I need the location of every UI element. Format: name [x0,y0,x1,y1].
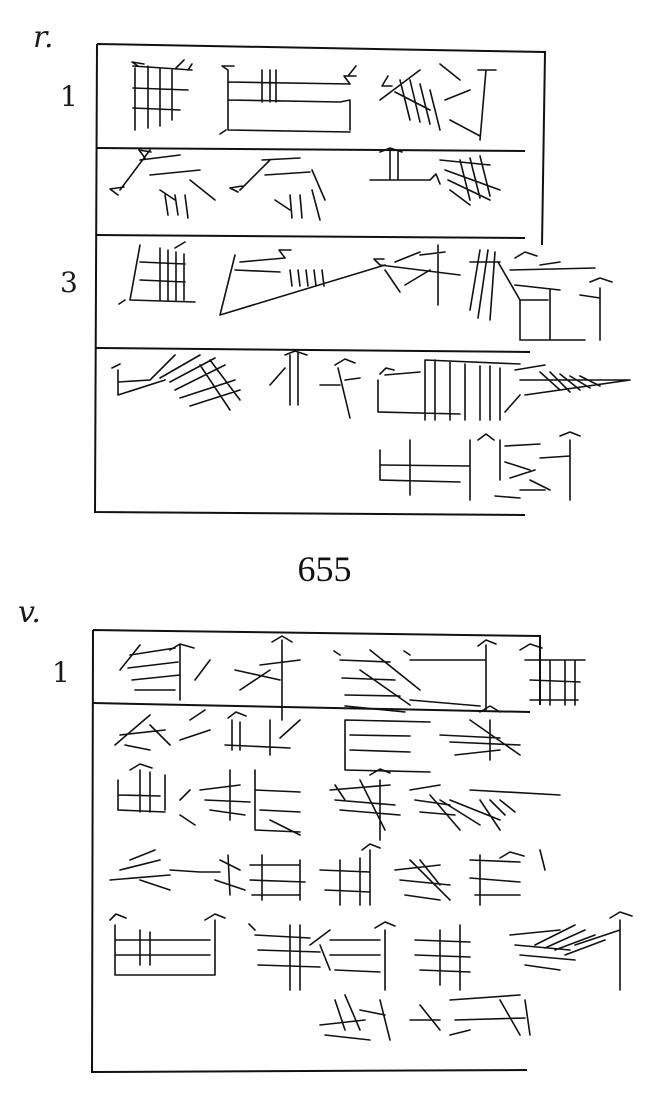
obverse-side-label: r. [33,20,54,55]
obverse-line-2-signs [109,147,501,221]
obverse-line-3-signs [118,241,613,341]
obverse-line-4-signs [111,350,631,501]
reverse-line-2-signs [114,705,521,773]
obverse-tablet [93,43,547,516]
reverse-line-1-signs [119,635,586,721]
reverse-line-5-signs [109,911,633,991]
plate-number: 655 [297,549,352,589]
reverse-side-label: v. [18,595,41,630]
reverse-line-4-signs [109,843,546,906]
obverse-line-number-1: 1 [60,80,78,113]
reverse-line-6-signs [319,994,531,1041]
obverse-line-1-signs [131,59,497,141]
reverse-tablet [90,629,541,1074]
obverse-line-number-3: 3 [60,266,78,299]
reverse-line-3-signs [117,763,561,841]
reverse-line-number-1: 1 [52,656,70,689]
